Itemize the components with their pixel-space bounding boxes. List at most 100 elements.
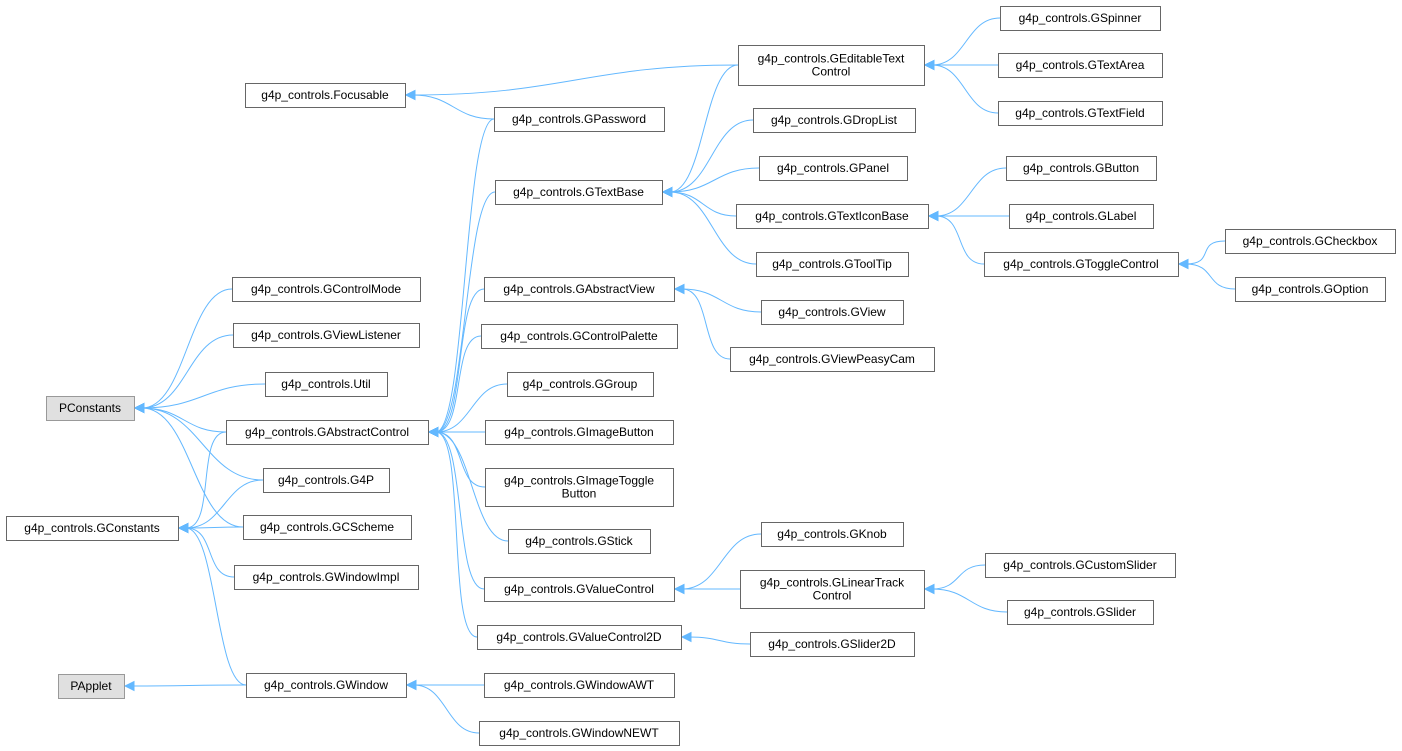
node-label-g-label: g4p_controls.GLabel <box>1026 209 1137 223</box>
node-label-g-window-newt: g4p_controls.GWindowNEWT <box>499 726 659 740</box>
arrowhead-g-abstract-control-from-g-value-control2-d <box>427 426 439 438</box>
inheritance-edge-focusable-to-g-editable-text-control <box>412 64 739 96</box>
node-g-tool-tip[interactable]: g4p_controls.GToolTip <box>756 252 909 277</box>
node-box-gc-scheme <box>243 515 412 540</box>
node-label-g-knob: g4p_controls.GKnob <box>777 527 887 541</box>
node-label-p-constants: PConstants <box>59 401 121 415</box>
node-focusable[interactable]: g4p_controls.Focusable <box>245 83 406 108</box>
edges-layer <box>123 17 1236 734</box>
node-g-control-palette[interactable]: g4p_controls.GControlPalette <box>481 324 678 349</box>
node-label-gc-scheme: g4p_controls.GCScheme <box>260 520 394 534</box>
node-label-util: g4p_controls.Util <box>281 377 370 391</box>
node-box-g-knob <box>761 522 904 547</box>
node-label-g-group: g4p_controls.GGroup <box>523 377 638 391</box>
node-g-stick[interactable]: g4p_controls.GStick <box>508 529 651 554</box>
node-g-button[interactable]: g4p_controls.GButton <box>1006 156 1157 181</box>
inheritance-edge-g-editable-text-control-to-g-text-field <box>931 64 999 114</box>
node-gc-scheme[interactable]: g4p_controls.GCScheme <box>243 515 412 540</box>
node-g-label[interactable]: g4p_controls.GLabel <box>1009 204 1154 229</box>
node-g-value-control2-d[interactable]: g4p_controls.GValueControl2D <box>477 625 682 650</box>
node-g-window-impl[interactable]: g4p_controls.GWindowImpl <box>234 565 419 590</box>
inheritance-edge-g-constants-to-g-abstract-control <box>185 431 227 529</box>
node-g-password[interactable]: g4p_controls.GPassword <box>494 107 665 132</box>
node-g-text-area[interactable]: g4p_controls.GTextArea <box>998 53 1163 78</box>
node-label-g-window-impl: g4p_controls.GWindowImpl <box>253 570 400 584</box>
node-label-g-password: g4p_controls.GPassword <box>512 112 646 126</box>
node-box-g-image-toggle-button <box>485 468 674 507</box>
node-box-g-slider2-d <box>750 632 915 657</box>
inheritance-edge-g-linear-track-control-to-g-custom-slider <box>931 564 986 590</box>
inheritance-edge-g-window-to-g-window-newt <box>413 684 480 734</box>
node-box-g-toggle-control <box>984 252 1179 277</box>
node-p-constants[interactable]: PConstants <box>46 396 135 421</box>
node-util[interactable]: g4p_controls.Util <box>265 372 388 397</box>
inheritance-edge-g-text-base-to-g-editable-text-control <box>669 64 739 193</box>
node-g-option[interactable]: g4p_controls.GOption <box>1235 277 1386 302</box>
node-g-window-newt[interactable]: g4p_controls.GWindowNEWT <box>479 721 680 746</box>
node-g-checkbox[interactable]: g4p_controls.GCheckbox <box>1225 229 1396 254</box>
node-label-g4-p: g4p_controls.G4P <box>278 473 374 487</box>
inheritance-edge-g-constants-to-g-window <box>185 527 247 686</box>
node-g-view-listener[interactable]: g4p_controls.GViewListener <box>233 323 420 348</box>
node-g-text-field[interactable]: g4p_controls.GTextField <box>998 101 1163 126</box>
node-g-spinner[interactable]: g4p_controls.GSpinner <box>1000 6 1161 31</box>
inheritance-edge-g-abstract-view-to-g-view <box>681 288 762 313</box>
node-g-value-control[interactable]: g4p_controls.GValueControl <box>484 577 675 602</box>
inheritance-edge-g-abstract-control-to-g-control-palette <box>435 335 482 433</box>
node-g-image-button[interactable]: g4p_controls.GImageButton <box>485 420 674 445</box>
node-box-g-constants <box>6 516 179 541</box>
node-box-g-control-palette <box>481 324 678 349</box>
node-g-abstract-view[interactable]: g4p_controls.GAbstractView <box>484 277 675 302</box>
arrowhead-g-value-control2-d-from-g-slider2-d <box>680 631 692 643</box>
node-box-g-abstract-control <box>226 420 429 445</box>
inheritance-edge-p-constants-to-g-abstract-control <box>141 407 227 433</box>
node-g-constants[interactable]: g4p_controls.GConstants <box>6 516 179 541</box>
inheritance-edge-g-abstract-control-to-g-text-base <box>435 191 496 433</box>
inheritance-edge-p-constants-to-g-view-listener <box>141 334 234 409</box>
node-label-g-constants: g4p_controls.GConstants <box>24 521 159 535</box>
inheritance-edge-p-constants-to-util <box>141 383 266 409</box>
node-g-view[interactable]: g4p_controls.GView <box>761 300 904 325</box>
node-g-custom-slider[interactable]: g4p_controls.GCustomSlider <box>985 553 1176 578</box>
node-g-slider[interactable]: g4p_controls.GSlider <box>1007 600 1154 625</box>
node-label-g-spinner: g4p_controls.GSpinner <box>1019 11 1142 25</box>
arrowhead-focusable-from-g-password <box>404 89 416 101</box>
node-g-panel[interactable]: g4p_controls.GPanel <box>759 156 908 181</box>
node-g-toggle-control[interactable]: g4p_controls.GToggleControl <box>984 252 1179 277</box>
node-g4-p[interactable]: g4p_controls.G4P <box>263 468 390 493</box>
inheritance-edge-g-abstract-control-to-g-password <box>435 118 495 433</box>
node-g-group[interactable]: g4p_controls.GGroup <box>507 372 654 397</box>
node-box-g-window-newt <box>479 721 680 746</box>
node-label-g-window-awt: g4p_controls.GWindowAWT <box>504 678 655 692</box>
node-label-g-image-toggle-button-line-1: g4p_controls.GImageToggle <box>504 474 654 488</box>
inheritance-edge-g-abstract-control-to-g-abstract-view <box>435 288 485 433</box>
inheritance-edge-g-constants-to-gc-scheme <box>185 526 244 529</box>
node-box-g-image-button <box>485 420 674 445</box>
node-label-g-window: g4p_controls.GWindow <box>264 678 388 692</box>
node-g-abstract-control[interactable]: g4p_controls.GAbstractControl <box>226 420 429 445</box>
inheritance-edge-g-editable-text-control-to-g-spinner <box>931 17 1001 66</box>
node-label-g-image-button: g4p_controls.GImageButton <box>504 425 653 439</box>
node-g-window-awt[interactable]: g4p_controls.GWindowAWT <box>484 673 675 698</box>
node-g-text-icon-base[interactable]: g4p_controls.GTextIconBase <box>736 204 929 229</box>
node-box-g-label <box>1009 204 1154 229</box>
arrowhead-p-applet-from-g-window <box>123 680 135 692</box>
node-label-g-value-control2-d: g4p_controls.GValueControl2D <box>496 630 662 644</box>
node-g-drop-list[interactable]: g4p_controls.GDropList <box>753 108 916 133</box>
arrowhead-g-window-from-g-window-newt <box>405 679 417 691</box>
node-g-knob[interactable]: g4p_controls.GKnob <box>761 522 904 547</box>
node-p-applet[interactable]: PApplet <box>58 674 125 699</box>
node-g-view-peasy-cam[interactable]: g4p_controls.GViewPeasyCam <box>730 347 935 372</box>
node-g-control-mode[interactable]: g4p_controls.GControlMode <box>232 277 421 302</box>
inheritance-edge-g-abstract-control-to-g-value-control <box>435 431 485 590</box>
node-box-g-control-mode <box>232 277 421 302</box>
arrowhead-g-value-control-from-g-linear-track-control <box>673 583 685 595</box>
inheritance-edge-g-constants-to-g4-p <box>185 479 264 529</box>
node-g-text-base[interactable]: g4p_controls.GTextBase <box>495 180 663 205</box>
node-g-window[interactable]: g4p_controls.GWindow <box>246 673 407 698</box>
node-g-slider2-d[interactable]: g4p_controls.GSlider2D <box>750 632 915 657</box>
